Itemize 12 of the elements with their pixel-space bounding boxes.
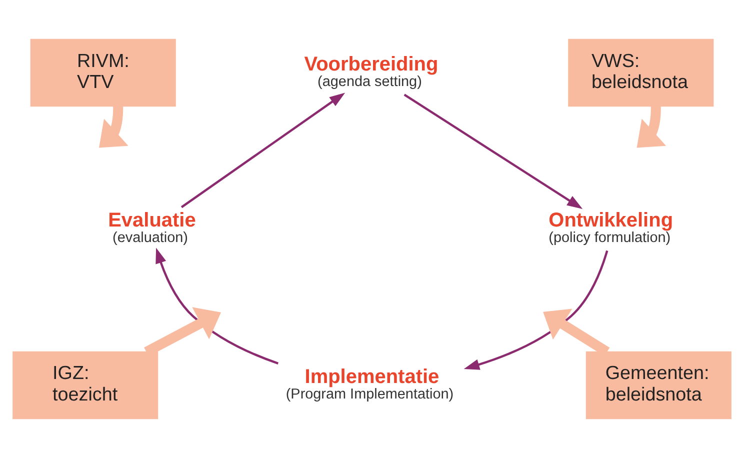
node-box: Gemeenten: beleidsnota <box>586 351 732 420</box>
node-text: Evaluatie (evaluation) <box>108 210 196 246</box>
node-text: Voorbereiding (agenda setting) <box>304 53 438 90</box>
node-text: Implementatie (Program Implementation) <box>286 366 454 402</box>
arrow <box>180 92 346 208</box>
arrow <box>404 94 583 210</box>
node-text: Ontwikkeling (policy formulation) <box>548 210 674 246</box>
node-box: RIVM: VTV <box>30 38 176 107</box>
arrow <box>156 248 278 364</box>
node-box: VWS: beleidsnota <box>568 38 714 107</box>
node-box: IGZ: toezicht <box>12 351 158 420</box>
arrow <box>464 250 608 370</box>
